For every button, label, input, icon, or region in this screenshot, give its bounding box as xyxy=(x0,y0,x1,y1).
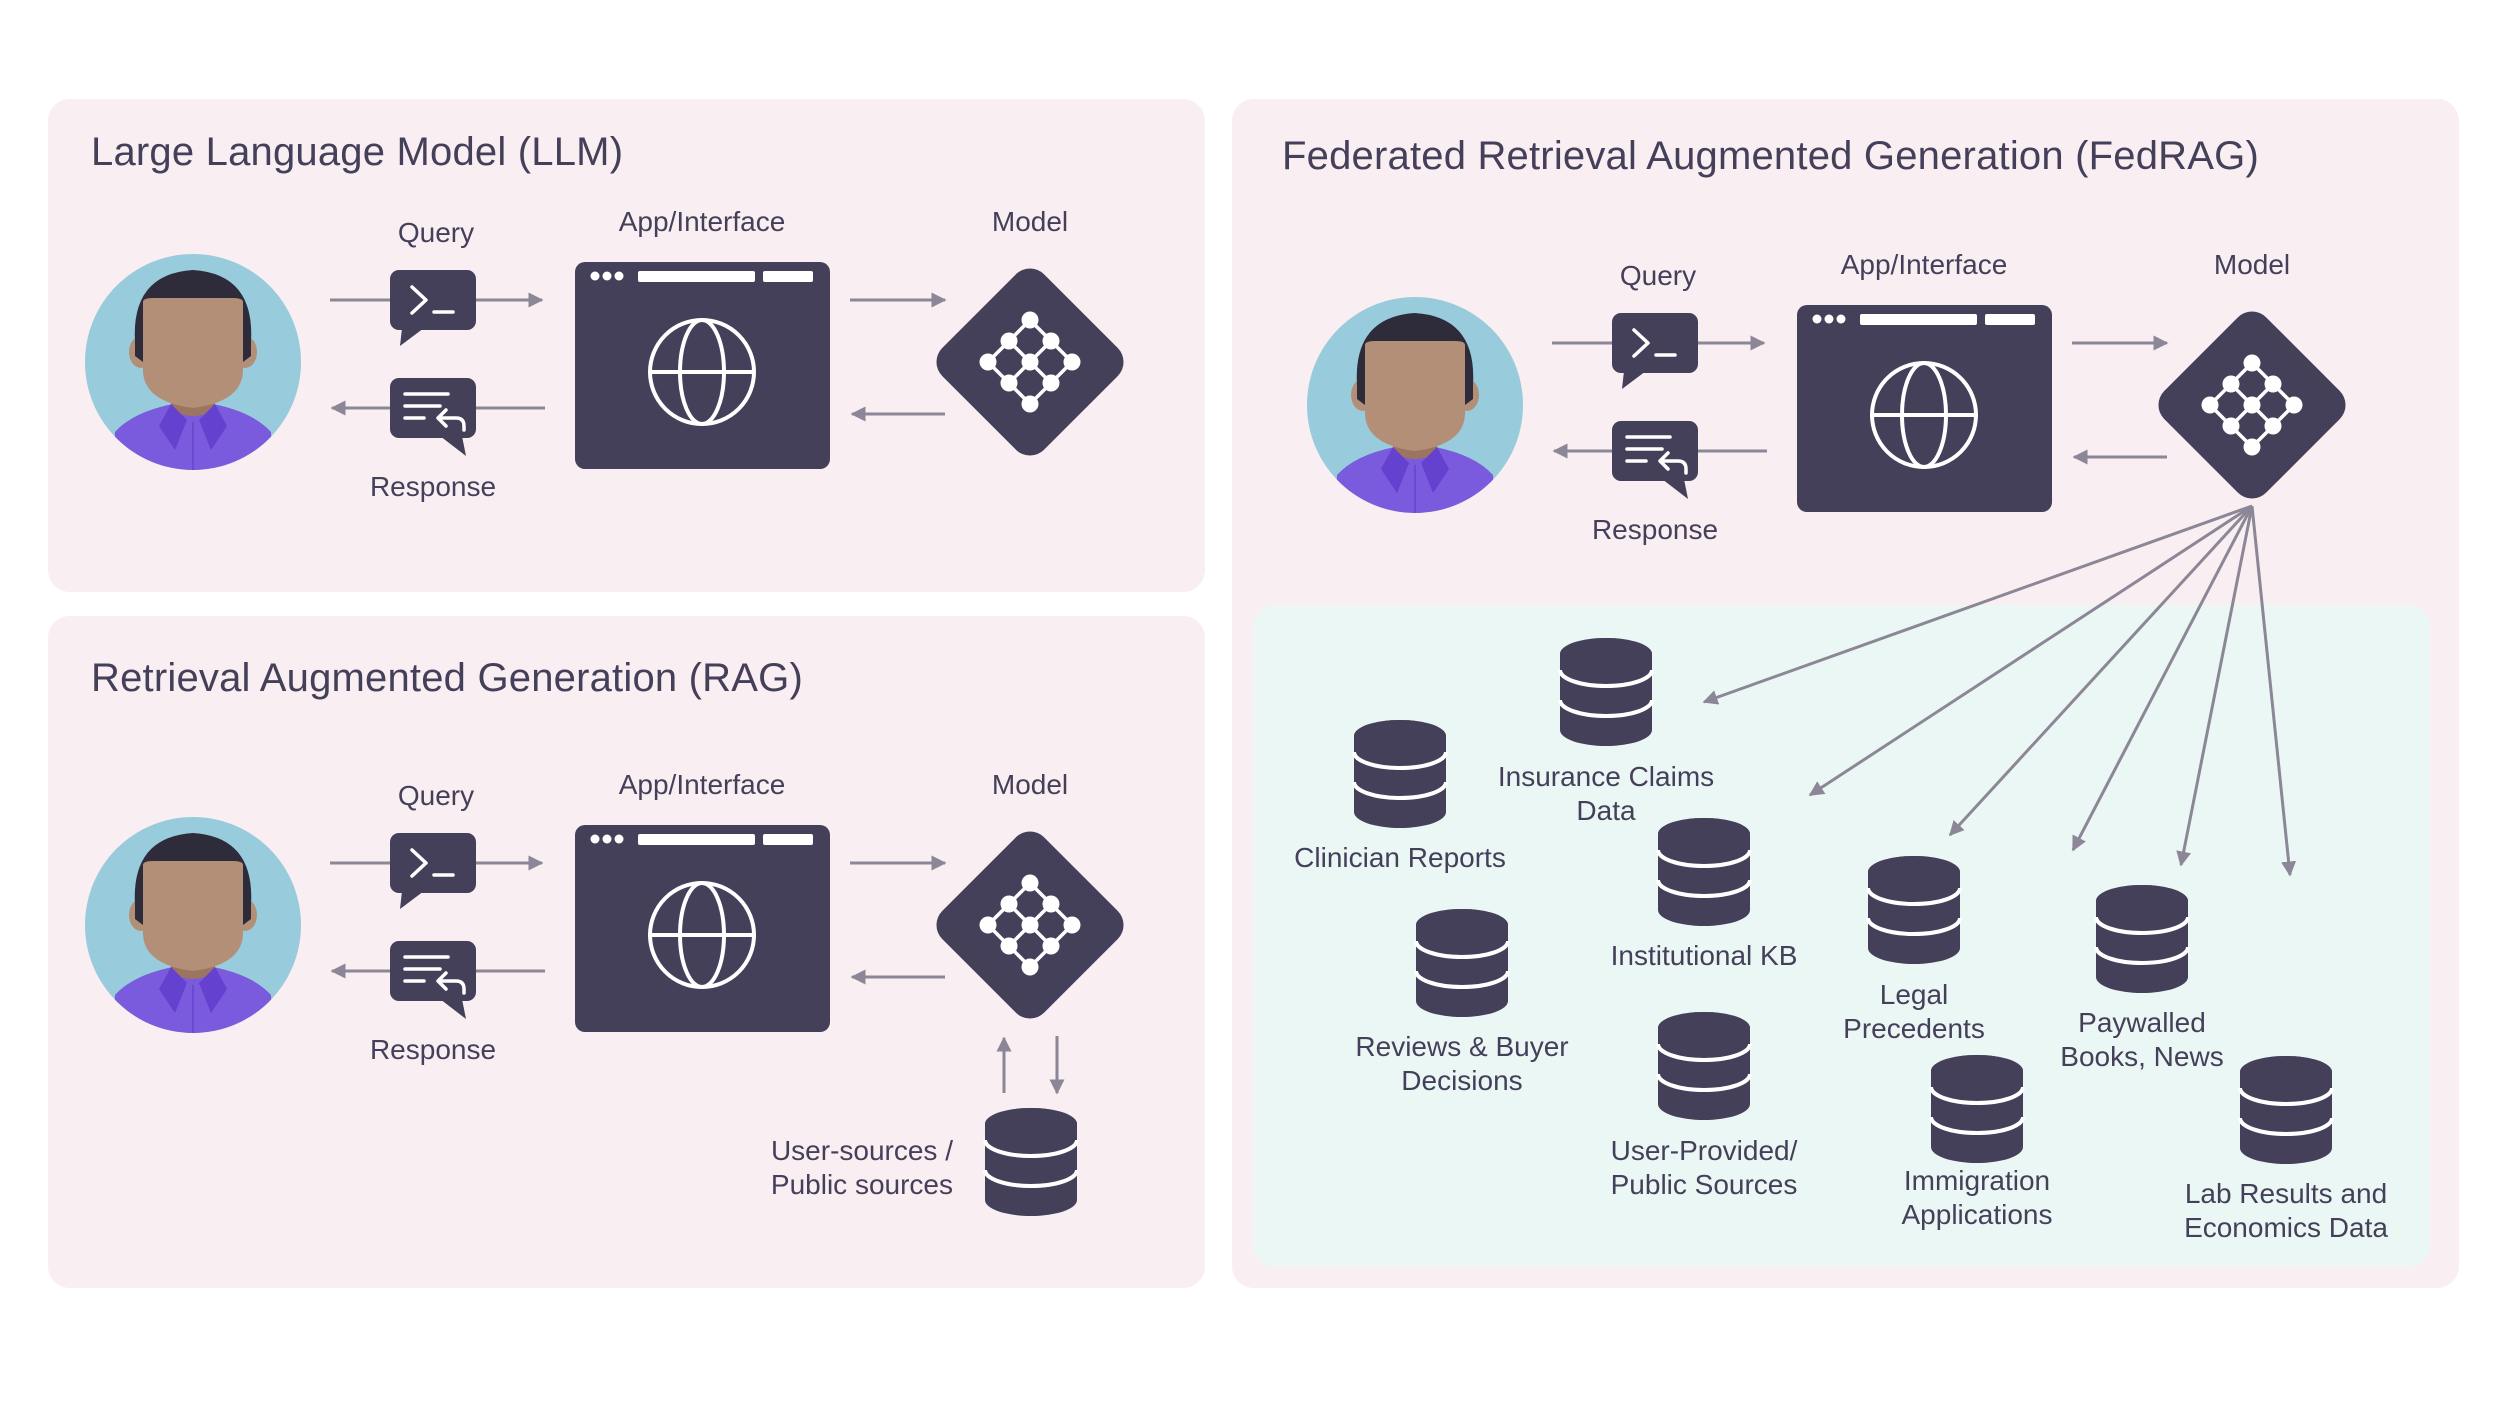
rag-response-reply-icon xyxy=(388,939,478,1021)
db-label-user-provided: User-Provided/ Public Sources xyxy=(1610,1135,1798,1200)
fedrag-fanout-arrow-3 xyxy=(1948,504,2254,837)
fedrag-database-icon-immigration xyxy=(1929,1053,2025,1165)
db-label-immigration: Immigration Applications xyxy=(1901,1165,2053,1230)
db-label-clinician-reports: Clinician Reports xyxy=(1294,842,1506,873)
fedrag-database-icon-insurance-claims xyxy=(1558,636,1654,748)
llm-response-label: Response xyxy=(369,471,497,502)
fedrag-database-icon-lab-results xyxy=(2238,1054,2334,1166)
llm-model-network-icon xyxy=(926,258,1134,466)
fedrag-fanout-arrow-5 xyxy=(2176,505,2254,867)
llm-browser-globe-icon xyxy=(573,260,832,471)
rag-user-sources-database-icon xyxy=(983,1106,1079,1218)
rag-query-terminal-icon xyxy=(388,831,478,911)
llm-response-reply-icon xyxy=(388,376,478,458)
rag-query-label: Query xyxy=(397,780,475,811)
fedrag-database-icon-reviews-buyer xyxy=(1414,907,1510,1019)
fedrag-fanout-arrow-6 xyxy=(2250,505,2297,877)
fedrag-browser-globe-icon xyxy=(1795,303,2054,514)
fedrag-model-label: Model xyxy=(2213,249,2291,280)
db-label-reviews-buyer: Reviews & Buyer Decisions xyxy=(1355,1031,1569,1096)
db-label-paywalled: Paywalled Books, News xyxy=(2060,1007,2224,1072)
llm-user-avatar-icon xyxy=(85,254,301,470)
rag-title: Retrieval Augmented Generation (RAG) xyxy=(91,656,803,700)
rag-user-avatar-icon xyxy=(85,817,301,1033)
db-label-lab-results: Lab Results and Economics Data xyxy=(2184,1178,2388,1243)
fedrag-app-label: App/Interface xyxy=(1840,249,2008,280)
fedrag-user-avatar-icon xyxy=(1307,297,1523,513)
fedrag-database-icon-clinician-reports xyxy=(1352,718,1448,830)
fedrag-model-network-icon xyxy=(2148,301,2356,509)
fedrag-fanout-arrow-2 xyxy=(1808,504,2253,797)
llm-model-label: Model xyxy=(991,206,1069,237)
rag-model-network-icon xyxy=(926,821,1134,1029)
fedrag-database-icon-paywalled xyxy=(2094,883,2190,995)
llm-title: Large Language Model (LLM) xyxy=(91,130,624,174)
fedrag-fanout-arrow-4 xyxy=(2071,505,2254,852)
fedrag-response-reply-icon xyxy=(1610,419,1700,501)
fedrag-database-icon-institutional-kb xyxy=(1656,816,1752,928)
fedrag-query-terminal-icon xyxy=(1610,311,1700,391)
fedrag-database-icon-user-provided xyxy=(1656,1010,1752,1122)
db-label-insurance-claims: Insurance Claims Data xyxy=(1497,761,1715,826)
llm-query-label: Query xyxy=(397,217,475,248)
db-label-legal-precedents: Legal Precedents xyxy=(1843,979,1985,1044)
db-label-institutional-kb: Institutional KB xyxy=(1610,940,1798,971)
rag-source-label-line2: Public sources xyxy=(770,1169,953,1200)
fedrag-query-label: Query xyxy=(1619,260,1697,291)
fedrag-title: Federated Retrieval Augmented Generation… xyxy=(1282,134,2259,178)
fedrag-database-icon-legal-precedents xyxy=(1866,854,1962,966)
llm-query-terminal-icon xyxy=(388,268,478,348)
rag-browser-globe-icon xyxy=(573,823,832,1034)
llm-app-label: App/Interface xyxy=(618,206,786,237)
fedrag-response-label: Response xyxy=(1591,514,1719,545)
rag-source-label-line1: User-sources / xyxy=(770,1135,953,1166)
rag-source-label: User-sources / Public sources xyxy=(771,1134,953,1202)
rag-app-label: App/Interface xyxy=(618,769,786,800)
fedrag-fanout-arrow-1 xyxy=(1702,504,2253,705)
rag-model-label: Model xyxy=(991,769,1069,800)
rag-response-label: Response xyxy=(369,1034,497,1065)
